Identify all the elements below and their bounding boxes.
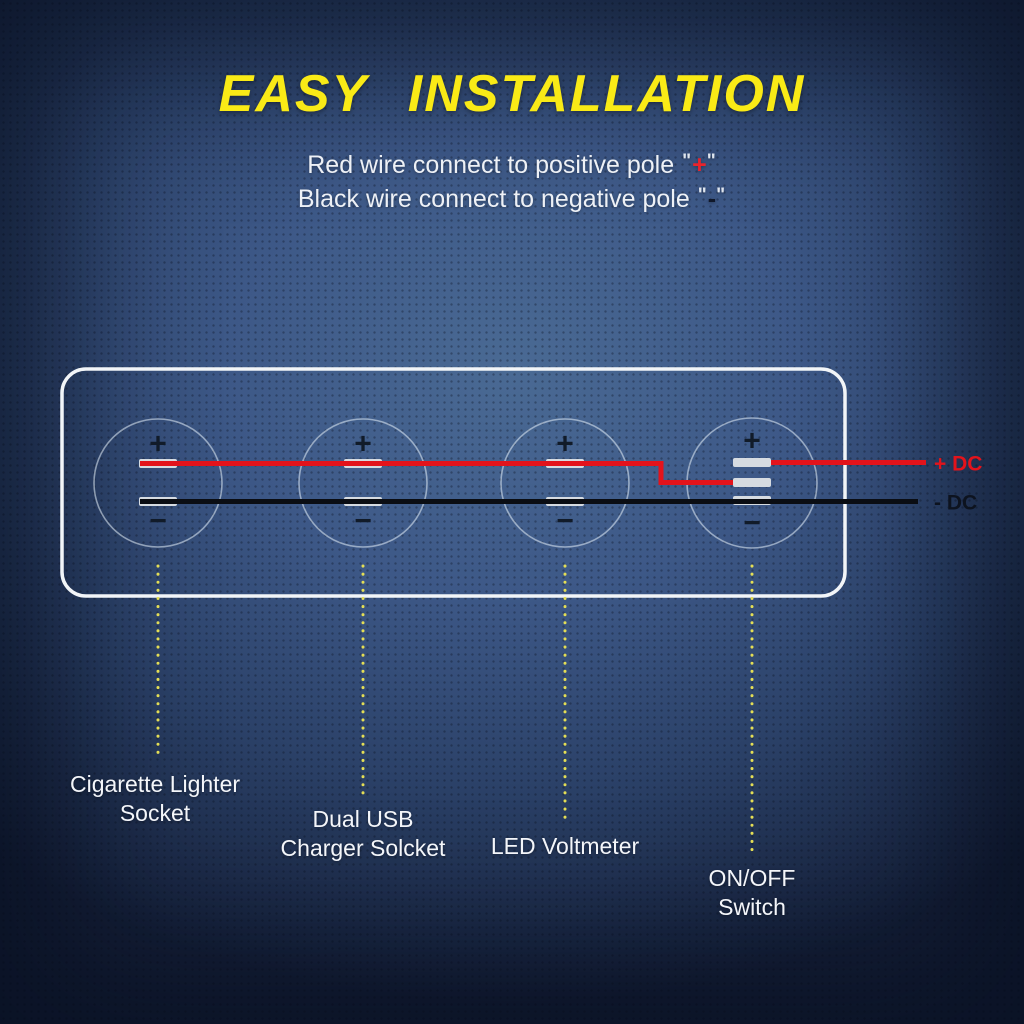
label-line: Cigarette Lighter [69,771,241,797]
minus-terminal-sign: − [743,507,761,540]
page-title: EASY INSTALLATION [218,65,806,123]
label-dual-usb-charger-socket: Dual USB Charger Solcket [281,805,446,863]
plus-terminal-sign: + [743,425,761,458]
quote-mark: " [682,151,693,172]
panel-outline [60,367,847,598]
quote-mark: " [706,151,717,172]
minus-sign: - [707,185,717,213]
minus-terminal-sign: − [354,505,372,538]
instruction-negative: Black wire connect to negative pole "-" [0,185,1024,214]
plus-terminal-sign: + [556,428,574,461]
label-line: Dual USB [312,806,414,832]
instruction-positive: Red wire connect to positive pole "+" [0,151,1024,180]
minus-terminal-sign: − [149,505,167,538]
label-on-off-switch: ON/OFF Switch [709,864,796,922]
label-line: LED Voltmeter [490,833,640,859]
led-voltmeter-circle [500,418,630,548]
positive-wire [140,461,733,485]
instruction-positive-text: Red wire connect to positive pole [307,151,675,179]
label-led-voltmeter: LED Voltmeter [491,832,639,861]
terminal-bar [733,478,771,487]
terminal-signs: + + + + − − − − [149,425,761,540]
quote-mark: " [716,185,727,206]
cigarette-lighter-circle [93,418,223,548]
plus-terminal-sign: + [354,428,372,461]
negative-dc-label: - DC [934,492,977,515]
leader-lines [156,564,754,858]
terminal-bar [733,458,771,467]
usb-charger-circle [298,418,428,548]
label-line: Charger Solcket [280,835,446,861]
quote-mark: " [697,185,708,206]
instruction-negative-text: Black wire connect to negative pole [297,185,690,213]
positive-dc-label: + DC [934,453,982,476]
minus-terminal-sign: − [556,505,574,538]
label-cigarette-lighter-socket: Cigarette Lighter Socket [70,770,240,828]
plus-terminal-sign: + [149,428,167,461]
label-line: Socket [119,800,191,826]
label-line: Switch [718,894,786,920]
plus-sign: + [692,151,707,179]
label-line: ON/OFF [708,865,796,891]
